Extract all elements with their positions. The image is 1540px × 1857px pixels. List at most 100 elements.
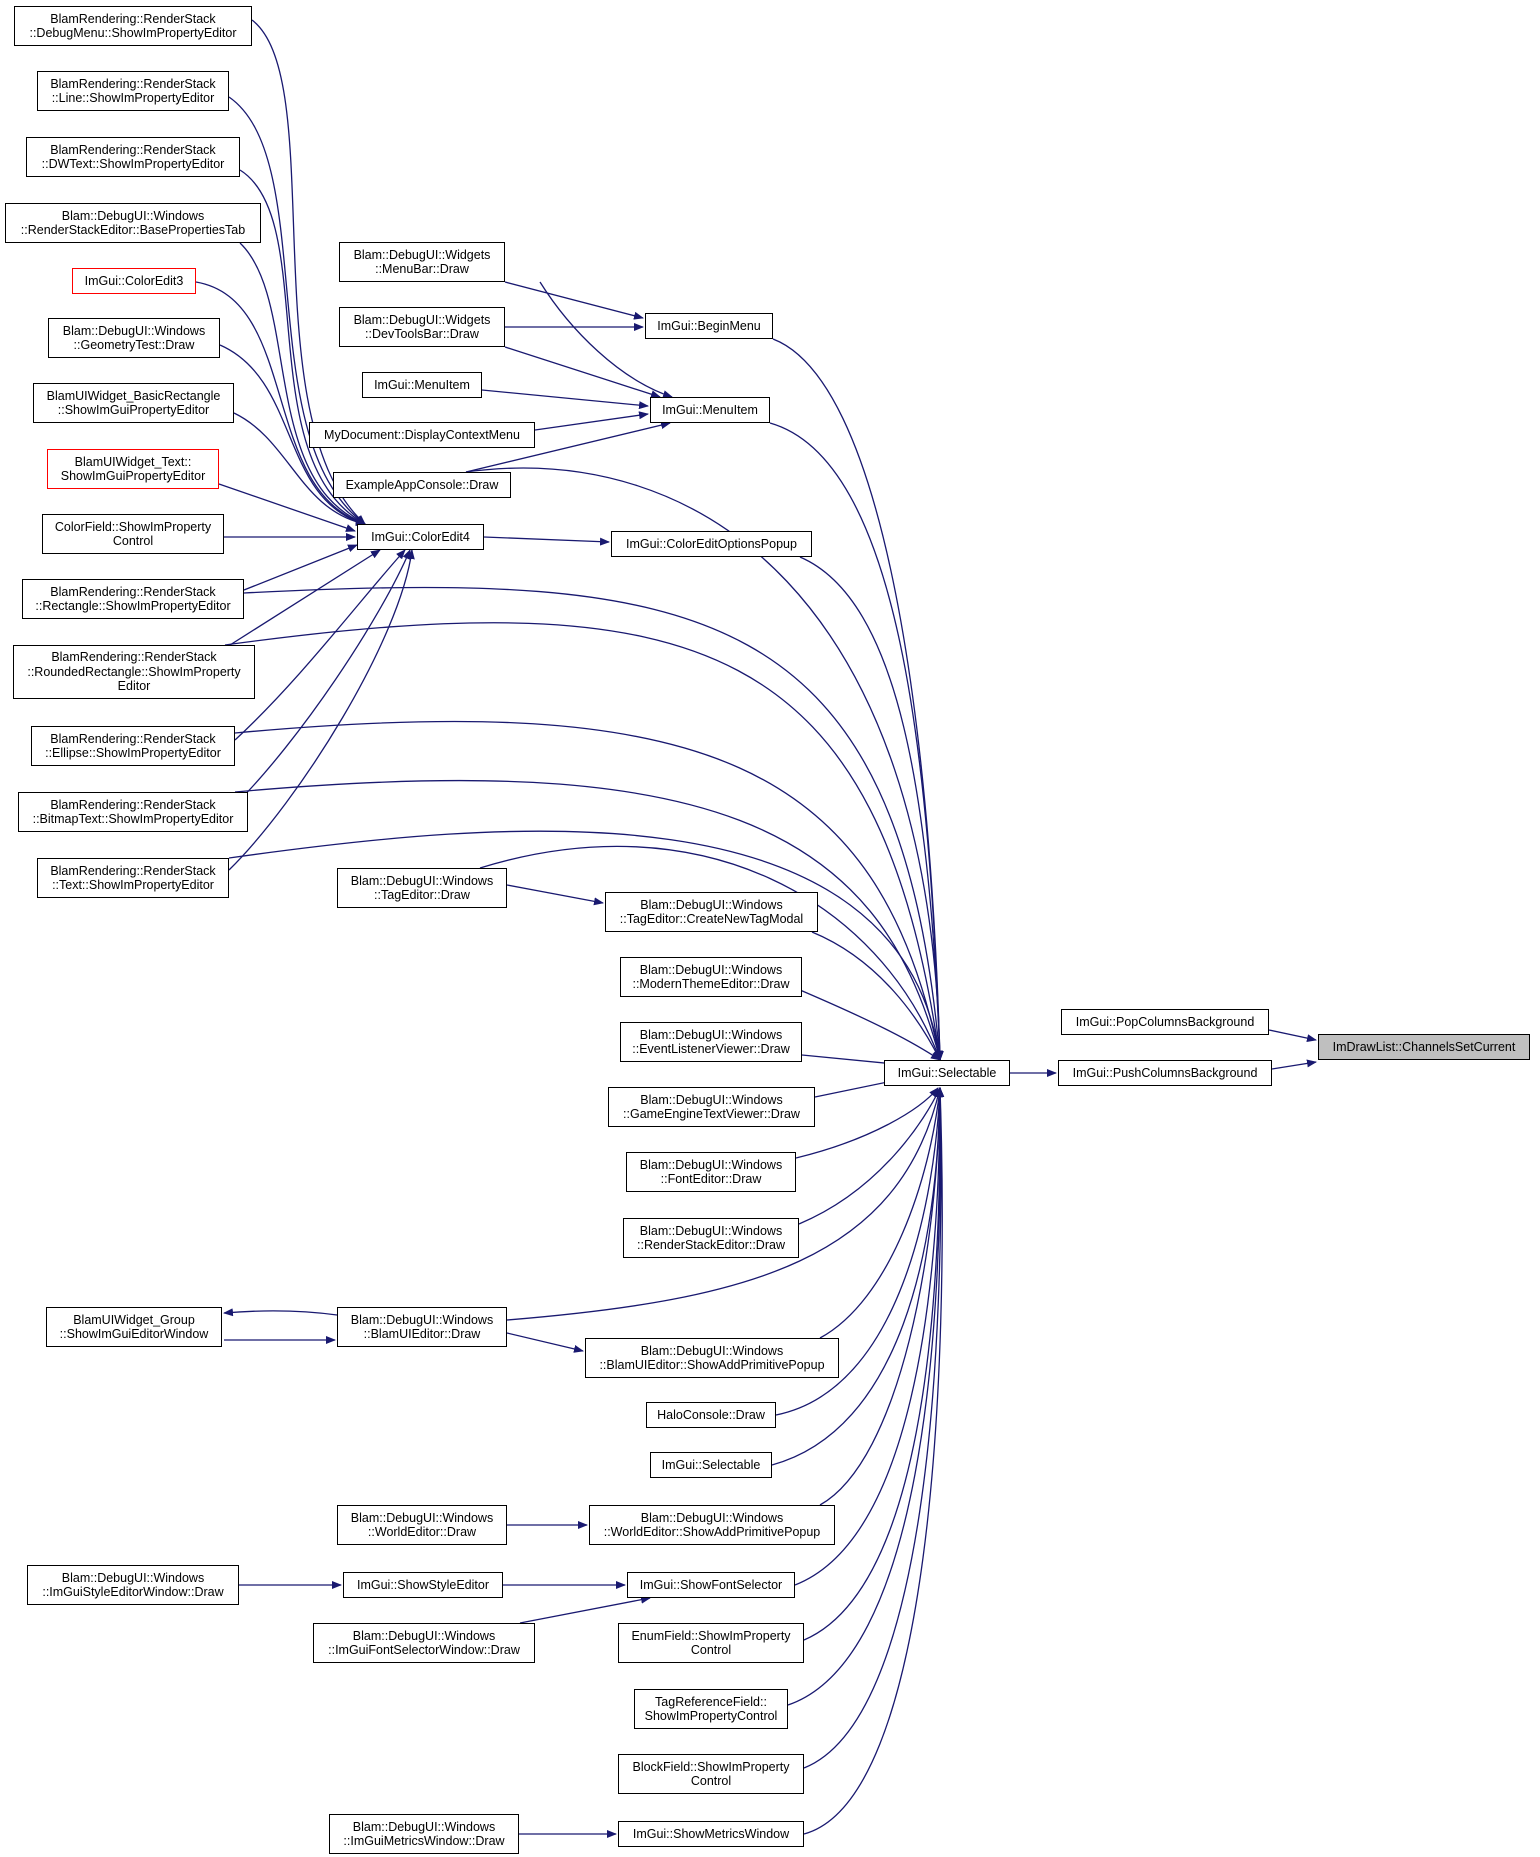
node-tag-editor-create-new-tag[interactable]: Blam::DebugUI::Windows ::TagEditor::Crea… (605, 892, 818, 932)
edge-debugmenu-coloredit4 (251, 19, 366, 525)
node-font-selector-window-draw[interactable]: Blam::DebugUI::Windows ::ImGuiFontSelect… (313, 1623, 535, 1663)
edge-tageditor-tagnew (506, 884, 604, 906)
node-uiwidget-group-editor-window[interactable]: BlamUIWidget_Group ::ShowImGuiEditorWind… (46, 1307, 222, 1347)
edge-modern-selectable (799, 989, 941, 1061)
node-rs-dwtext[interactable]: BlamRendering::RenderStack ::DWText::Sho… (26, 137, 240, 177)
node-my-document-context-menu[interactable]: MyDocument::DisplayContextMenu (309, 422, 535, 448)
edge-bitmap-coloredit4 (234, 549, 411, 806)
edge-rsebase-coloredit4 (239, 242, 366, 525)
edge-halo-selectable (775, 1087, 944, 1416)
edge-tageditor-selectable (479, 845, 941, 1061)
edge-geomtest-coloredit4 (219, 344, 366, 526)
node-selectable-caller[interactable]: ImGui::Selectable (650, 1452, 772, 1478)
edge-rseditor-selectable (798, 1087, 941, 1225)
node-font-editor-draw[interactable]: Blam::DebugUI::Windows ::FontEditor::Dra… (626, 1152, 796, 1192)
edge-rsrect-coloredit4 (243, 544, 358, 591)
edge-devtools-menuitem (504, 346, 661, 399)
edge-blamuiadd-selectable (819, 1087, 944, 1339)
edge-popcols-root (1268, 1029, 1317, 1043)
node-world-editor-add-primitive-popup[interactable]: Blam::DebugUI::Windows ::WorldEditor::Sh… (589, 1505, 835, 1545)
node-color-edit4[interactable]: ImGui::ColorEdit4 (357, 524, 484, 550)
node-rse-base-properties-tab[interactable]: Blam::DebugUI::Windows ::RenderStackEdit… (5, 203, 261, 243)
edge-line-coloredit4 (228, 96, 366, 525)
node-begin-menu[interactable]: ImGui::BeginMenu (645, 313, 773, 339)
edge-enumfield-selectable (803, 1087, 945, 1641)
node-metrics-window-draw[interactable]: Blam::DebugUI::Windows ::ImGuiMetricsWin… (329, 1814, 519, 1854)
node-rs-rounded-rectangle[interactable]: BlamRendering::RenderStack ::RoundedRect… (13, 645, 255, 699)
node-color-edit-options-popup[interactable]: ImGui::ColorEditOptionsPopup (611, 531, 812, 557)
edge-mydoc-menuitem (534, 411, 649, 431)
edge-fonteditor-selectable (795, 1087, 939, 1159)
edge-roundrect-selectable (224, 622, 943, 1061)
edge-ellipse-coloredit4 (234, 549, 406, 741)
edge-showfont-selectable (794, 1087, 944, 1586)
edge-blamui-uigroup (223, 1308, 338, 1317)
edge-worldadd-selectable (819, 1087, 944, 1506)
node-block-field-control[interactable]: BlockField::ShowImProperty Control (618, 1754, 804, 1794)
edge-showmetrics-selectable (803, 1087, 945, 1835)
node-tag-reference-field-control[interactable]: TagReferenceField:: ShowImPropertyContro… (634, 1689, 788, 1729)
node-selectable[interactable]: ImGui::Selectable (884, 1060, 1010, 1086)
node-event-listener-viewer-draw[interactable]: Blam::DebugUI::Windows ::EventListenerVi… (620, 1022, 802, 1062)
node-world-editor-draw[interactable]: Blam::DebugUI::Windows ::WorldEditor::Dr… (337, 1505, 507, 1545)
node-rs-text[interactable]: BlamRendering::RenderStack ::Text::ShowI… (37, 858, 229, 898)
node-color-field-control[interactable]: ColorField::ShowImProperty Control (42, 514, 224, 554)
edge-exconsole-selectable (465, 467, 944, 1061)
node-example-app-console-draw[interactable]: ExampleAppConsole::Draw (333, 472, 511, 498)
edge-menubar-beginmenu (504, 281, 644, 320)
node-menu-item-main[interactable]: ImGui::MenuItem (650, 397, 770, 423)
edge-basicrect-coloredit4 (233, 412, 366, 527)
node-show-style-editor[interactable]: ImGui::ShowStyleEditor (343, 1572, 503, 1598)
edge-roundrect-coloredit4 (229, 549, 381, 646)
node-rs-line[interactable]: BlamRendering::RenderStack ::Line::ShowI… (37, 71, 229, 111)
edge-menuitem-selectable (769, 422, 944, 1061)
node-enum-field-control[interactable]: EnumField::ShowImProperty Control (618, 1623, 804, 1663)
node-rs-debugmenu[interactable]: BlamRendering::RenderStack ::DebugMenu::… (14, 6, 252, 46)
node-modern-theme-editor-draw[interactable]: Blam::DebugUI::Windows ::ModernThemeEdit… (620, 957, 802, 997)
node-halo-console-draw[interactable]: HaloConsole::Draw (646, 1402, 776, 1428)
edge-bitmap-selectable (234, 779, 942, 1061)
node-tag-editor-draw[interactable]: Blam::DebugUI::Windows ::TagEditor::Draw (337, 868, 507, 908)
node-render-stack-editor-draw[interactable]: Blam::DebugUI::Windows ::RenderStackEdit… (623, 1218, 799, 1258)
edge-pushcols-root (1271, 1059, 1317, 1070)
edge-text-selectable (228, 830, 943, 1061)
node-basic-rectangle-editor[interactable]: BlamUIWidget_BasicRectangle ::ShowImGuiP… (33, 383, 234, 423)
node-channels-set-current: ImDrawList::ChannelsSetCurrent (1318, 1034, 1530, 1060)
edge-text-coloredit4 (228, 549, 415, 871)
edge-exconsole-menuitem (465, 421, 671, 473)
node-rs-bitmap-text[interactable]: BlamRendering::RenderStack ::BitmapText:… (18, 792, 248, 832)
edge-coloredit3-coloredit4 (195, 281, 366, 526)
node-blamui-editor-add-primitive-popup[interactable]: Blam::DebugUI::Windows ::BlamUIEditor::S… (585, 1338, 839, 1378)
node-rs-ellipse[interactable]: BlamRendering::RenderStack ::Ellipse::Sh… (31, 726, 235, 766)
node-menu-item-caller[interactable]: ImGui::MenuItem (362, 372, 482, 398)
node-game-engine-text-viewer-draw[interactable]: Blam::DebugUI::Windows ::GameEngineTextV… (608, 1087, 815, 1127)
edge-dwtext-coloredit4 (239, 169, 366, 525)
edge-beginmenu-selectable (772, 338, 944, 1061)
node-devtoolsbar-draw[interactable]: Blam::DebugUI::Widgets ::DevToolsBar::Dr… (339, 307, 505, 347)
edge-tagnew-selectable (811, 931, 941, 1061)
edge-rsrect-selectable (243, 586, 944, 1061)
edge-coloreditpopup-selectable (799, 556, 944, 1061)
edge-tagref-selectable (787, 1087, 945, 1706)
edge-blockfield-selectable (803, 1087, 945, 1769)
edge-fontselwin-showfont (519, 1595, 651, 1624)
node-pop-columns-background[interactable]: ImGui::PopColumnsBackground (1061, 1009, 1269, 1035)
node-rs-rectangle[interactable]: BlamRendering::RenderStack ::Rectangle::… (22, 579, 244, 619)
node-menubar-draw[interactable]: Blam::DebugUI::Widgets ::MenuBar::Draw (339, 242, 505, 282)
node-uiwidget-text-editor[interactable]: BlamUIWidget_Text:: ShowImGuiPropertyEdi… (47, 449, 219, 489)
node-show-font-selector[interactable]: ImGui::ShowFontSelector (627, 1572, 795, 1598)
edge-menuitem1-menuitem (481, 389, 649, 410)
edge-blamui-selectable (506, 1087, 942, 1321)
node-blamui-editor-draw[interactable]: Blam::DebugUI::Windows ::BlamUIEditor::D… (337, 1307, 507, 1347)
edge-menubar-menuitem (539, 281, 673, 398)
node-show-metrics-window[interactable]: ImGui::ShowMetricsWindow (618, 1821, 804, 1847)
edge-uiwtext-coloredit4 (218, 483, 356, 532)
edge-ellipse-selectable (234, 720, 943, 1061)
node-color-edit3[interactable]: ImGui::ColorEdit3 (72, 268, 196, 294)
node-push-columns-background[interactable]: ImGui::PushColumnsBackground (1058, 1060, 1272, 1086)
edge-coloredit4-popup (483, 536, 610, 546)
node-geometry-test-draw[interactable]: Blam::DebugUI::Windows ::GeometryTest::D… (48, 318, 220, 358)
node-style-editor-window-draw[interactable]: Blam::DebugUI::Windows ::ImGuiStyleEdito… (27, 1565, 239, 1605)
